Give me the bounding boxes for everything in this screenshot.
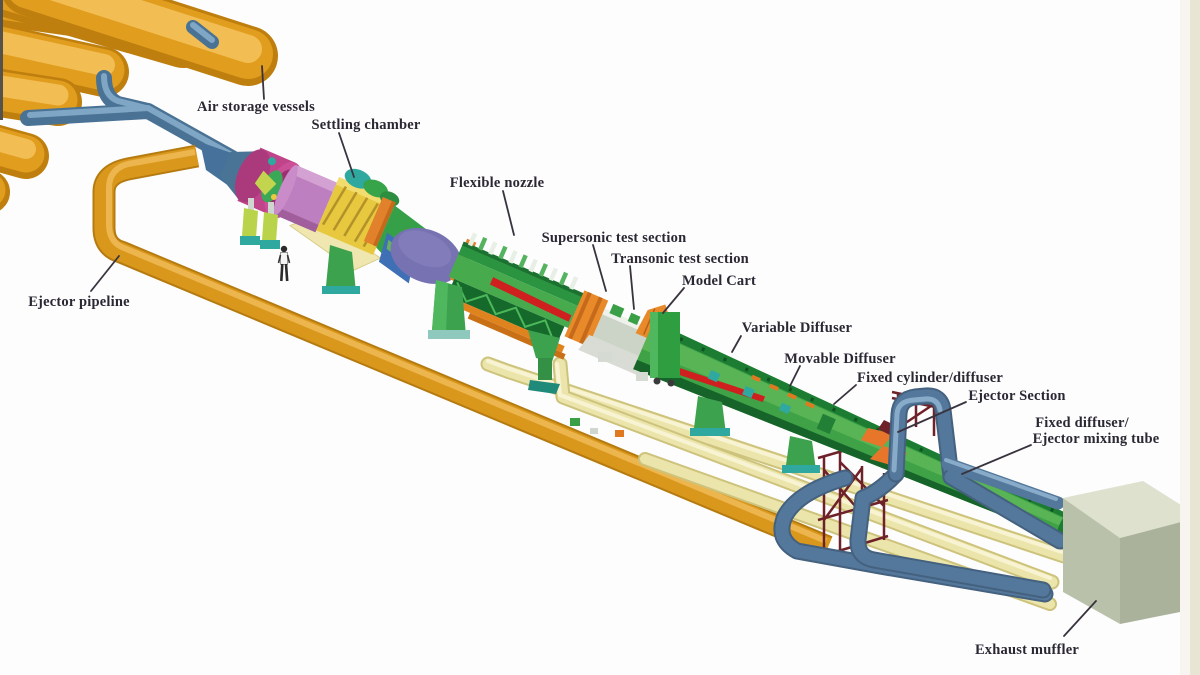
pedestal <box>694 396 726 434</box>
leader-exhaust-muffler <box>1063 600 1097 637</box>
pedestal <box>326 245 356 292</box>
ejector-pipeline-pipe <box>92 144 833 558</box>
label-model-cart: Model Cart <box>682 273 756 289</box>
leader-variable-diffuser <box>731 335 742 353</box>
edge-strip <box>1190 0 1200 675</box>
label-movable-diffuser: Movable Diffuser <box>784 351 896 367</box>
leader-fixed-diffuser <box>961 444 1032 475</box>
label-ejector-section: Ejector Section <box>968 388 1065 404</box>
leader-movable-diffuser <box>789 365 801 387</box>
storage-vessel <box>0 124 49 179</box>
nozzle-actuator-ribs <box>467 232 579 290</box>
orange-bulkhead <box>363 197 396 247</box>
leader-ejector-pipeline <box>90 255 120 292</box>
lime-leg <box>262 212 278 242</box>
label-fixed-cylinder-diffuser: Fixed cylinder/diffuser <box>857 370 1003 386</box>
leader-fixed-cylinder-diffuser <box>833 384 857 405</box>
storage-vessel <box>0 23 129 97</box>
label-variable-diffuser: Variable Diffuser <box>742 320 853 336</box>
label-exhaust-muffler: Exhaust muffler <box>975 642 1079 658</box>
red-stripe <box>489 277 572 322</box>
pedestal <box>786 436 816 470</box>
labels: Air storage vessels Settling chamber Fle… <box>28 99 1160 658</box>
purple-vessel-panel <box>390 227 462 284</box>
leader-model-cart <box>662 287 685 314</box>
leader-lines <box>90 65 1097 637</box>
label-fixed-diffuser-line2: Ejector mixing tube <box>1033 431 1160 447</box>
lime-leg <box>242 208 258 238</box>
label-flexible-nozzle: Flexible nozzle <box>450 175 545 191</box>
green-dome <box>363 179 388 198</box>
edge-sliver <box>0 0 3 120</box>
chamber-shell <box>273 165 337 233</box>
label-supersonic-test-section: Supersonic test section <box>542 230 687 246</box>
tunnel-supports <box>240 198 820 473</box>
air-storage-vessels-graphic <box>0 0 278 211</box>
leader-supersonic-test-section <box>592 244 607 292</box>
label-ejector-pipeline: Ejector pipeline <box>28 294 130 310</box>
vessel-connector-pipe <box>186 20 219 49</box>
leader-ejector-section <box>897 401 967 433</box>
pedestal <box>528 330 560 362</box>
leader-flexible-nozzle <box>502 190 515 236</box>
leader-transonic-test-section <box>629 265 635 310</box>
label-air-storage-vessels: Air storage vessels <box>197 99 315 115</box>
label-transonic-test-section: Transonic test section <box>611 251 749 267</box>
ejector-piping-blue <box>773 387 1069 603</box>
label-fixed-diffuser-line1: Fixed diffuser/ <box>1035 415 1129 431</box>
supersonic-section-graphic <box>564 290 609 347</box>
model-cart-column <box>650 312 680 387</box>
storage-vessel <box>0 68 82 126</box>
exhaust-muffler-graphic <box>1063 481 1200 624</box>
leader-air-storage-vessels <box>261 65 265 100</box>
label-settling-chamber: Settling chamber <box>311 117 420 133</box>
leader-settling-chamber <box>338 132 355 178</box>
person-figure <box>277 245 291 282</box>
edge-strip <box>1180 0 1192 675</box>
